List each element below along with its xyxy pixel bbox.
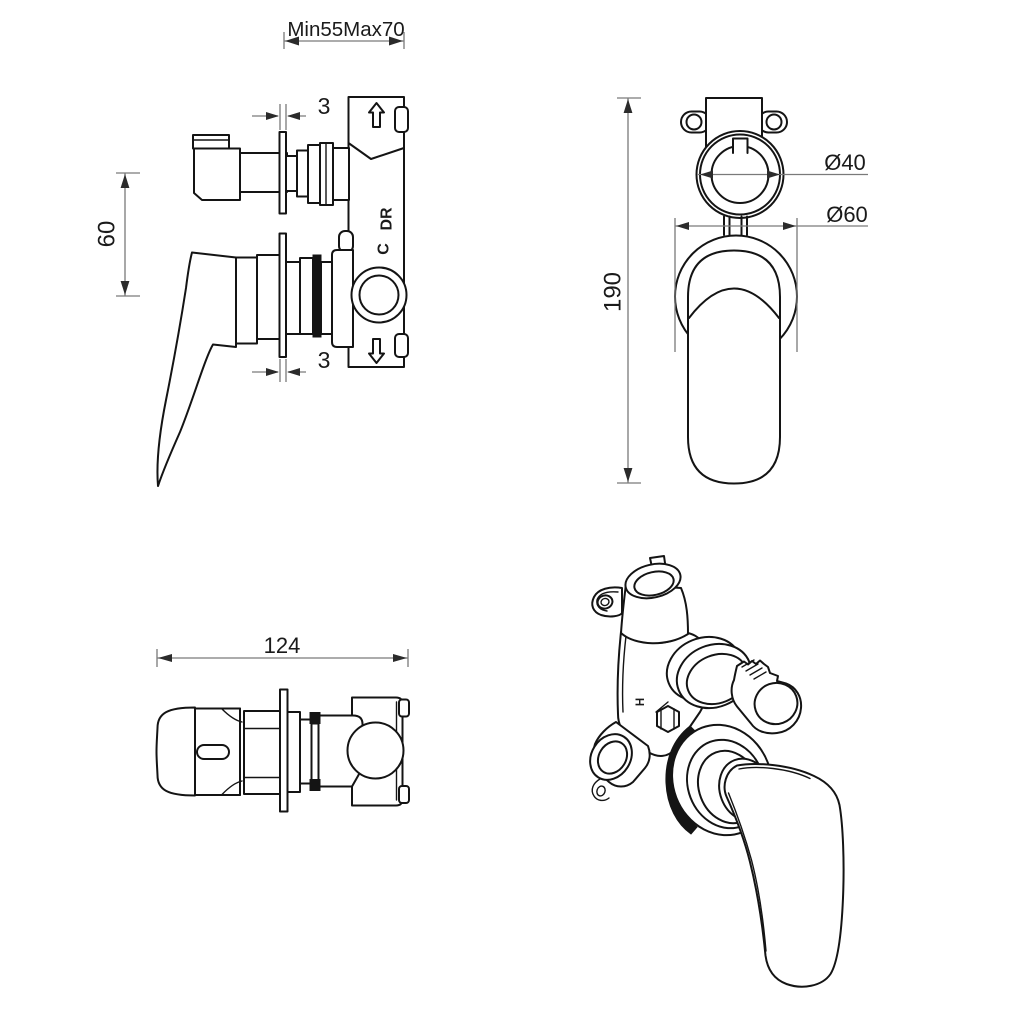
hot-marking-label: H — [635, 698, 647, 706]
dim-escutcheon-diameter: Ø60 — [674, 202, 868, 352]
dim-knob-diameter-label: Ø40 — [824, 150, 866, 175]
bracket-tab-lower — [394, 333, 409, 358]
top-view-parts — [155, 688, 410, 813]
lever-handle-front — [687, 249, 781, 485]
dim-height-label: 190 — [599, 272, 626, 312]
front-view-parts — [674, 97, 798, 485]
dim-upper-plate-thickness: 3 — [252, 93, 330, 130]
iso-left-port — [589, 721, 651, 802]
top-view: 124 — [155, 633, 410, 813]
lever-slot-plan — [196, 744, 230, 760]
bracket-tab-upper — [394, 106, 409, 133]
lever-handle-side — [156, 251, 237, 487]
dim-knob-diameter: Ø40 — [697, 150, 868, 179]
dim-upper-plate-label: 3 — [318, 93, 331, 119]
diverter-marking-label: DR — [379, 207, 396, 231]
wall-plate-plan — [279, 688, 289, 813]
iso-mount-lug — [591, 586, 623, 618]
dim-escutcheon-diameter-label: Ø60 — [826, 202, 868, 227]
dim-spacing-60: 60 — [93, 172, 140, 297]
handle-plan — [155, 706, 196, 797]
escutcheon-plan — [243, 710, 281, 795]
dim-wall-depth-label: Min55Max70 — [287, 18, 404, 41]
upper-wall-plate — [278, 131, 287, 215]
iso-top-port — [620, 555, 689, 645]
dim-total-height: 190 — [599, 97, 641, 484]
flow-down-arrow-icon — [368, 338, 385, 364]
top-port-circle — [346, 721, 405, 780]
seal-plan-bottom — [309, 779, 321, 791]
side-view-mixer-assembly — [156, 232, 408, 487]
valve-body-plan — [317, 714, 364, 788]
dim-spacing-label: 60 — [93, 221, 120, 248]
dim-depth-label: 124 — [264, 633, 301, 658]
seal-plan-top — [309, 712, 321, 724]
dim-wall-depth: Min55Max70 — [283, 18, 405, 49]
dim-total-depth: 124 — [156, 633, 409, 667]
side-view-diverter-assembly — [192, 131, 350, 215]
o-ring-seal-side — [312, 254, 322, 338]
cold-marking-label: C — [376, 243, 393, 255]
side-view: C DR Min55Max70 3 60 — [93, 18, 409, 487]
iso-lever-handle — [723, 763, 845, 988]
dim-lower-plate-thickness: 3 — [252, 347, 330, 382]
dim-lower-plate-label: 3 — [318, 347, 331, 373]
flow-up-arrow-icon — [368, 102, 385, 128]
isometric-view: H — [589, 555, 845, 988]
iso-diverter-knob — [730, 659, 803, 735]
diverter-knob-side — [193, 147, 241, 201]
lower-wall-plate — [278, 232, 287, 358]
front-view: 190 Ø40 Ø60 — [599, 97, 868, 485]
